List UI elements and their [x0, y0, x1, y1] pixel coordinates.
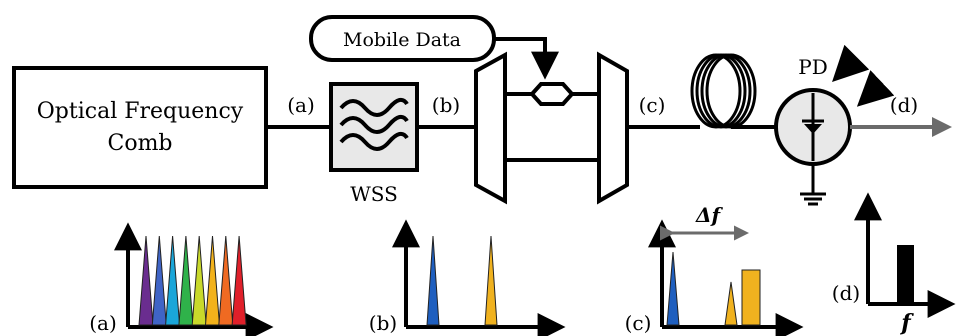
comb-label-line2: Comb [107, 131, 172, 156]
wss-block: WSS [329, 82, 419, 206]
light-arrow-1 [832, 44, 870, 82]
spectrum-a-peak [204, 235, 221, 326]
spectrum-a-peak [165, 235, 181, 326]
spectrum-b: (b) [369, 219, 566, 336]
point-label-d: (d) [890, 93, 918, 117]
spectrum-a-peak [138, 235, 154, 326]
spectrum-c: Δf (c) [625, 203, 804, 336]
pd-label: PD [798, 55, 828, 79]
light-arrow-2 [856, 70, 895, 107]
point-label-c: (c) [639, 93, 666, 117]
spectrum-b-peak [484, 235, 498, 326]
spectrum-a-label: (a) [89, 311, 117, 335]
spectrum-b-peak [426, 235, 440, 326]
spectrum-c-label: (c) [625, 311, 652, 335]
spectrum-a: (a) [89, 222, 274, 336]
mobile-data-label: Mobile Data [343, 29, 461, 51]
spectrum-a-peak [191, 235, 207, 326]
spectrum-c-peak [741, 269, 761, 326]
f-axis-label: f [899, 310, 914, 336]
spectrum-d-peak [897, 245, 914, 304]
delta-f-label: Δf [695, 203, 724, 227]
wss-label: WSS [350, 182, 398, 206]
spectrum-a-peak [218, 235, 234, 326]
fiber-spool-icon [690, 53, 757, 129]
spectrum-c-peak [666, 251, 680, 326]
mobile-data-block: Mobile Data [309, 15, 496, 62]
data-arrow [494, 37, 559, 80]
spectrum-c-peak [724, 281, 738, 326]
point-label-b: (b) [432, 93, 460, 117]
spectrum-d-label: (d) [832, 281, 860, 305]
demux [474, 51, 507, 205]
spectrum-a-peak [151, 235, 167, 326]
filter-icon [339, 97, 409, 151]
comb-label-line1: Optical Frequency [37, 99, 244, 124]
point-label-a: (a) [287, 93, 315, 117]
spectrum-a-peak [178, 235, 194, 326]
optical-frequency-comb-block: Optical Frequency Comb [12, 66, 268, 189]
mux [597, 51, 629, 205]
spectrum-b-label: (b) [369, 311, 397, 335]
diode-icon [804, 124, 822, 134]
modulator [529, 82, 575, 106]
spectrum-d: (d) f [832, 192, 956, 336]
spectrum-a-peak [231, 235, 247, 326]
photodiode-block: PD [774, 44, 895, 206]
